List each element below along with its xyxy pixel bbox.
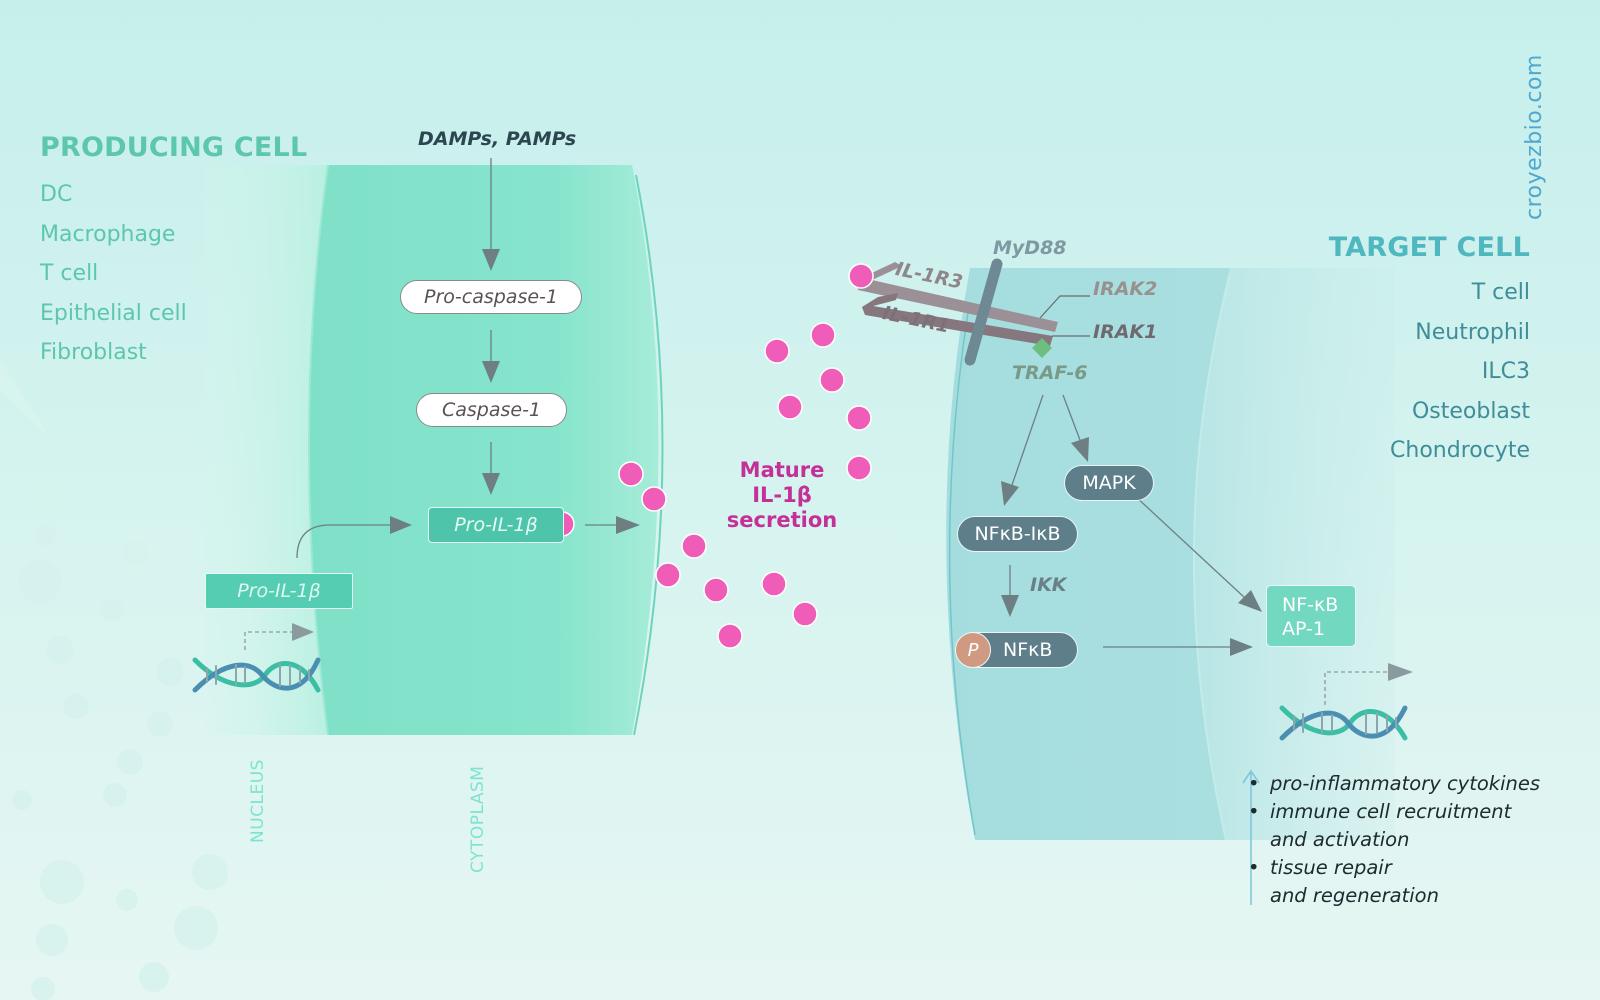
watermark: croyezbio.com bbox=[1522, 54, 1547, 220]
il1b-molecule bbox=[681, 533, 707, 559]
il1b-molecule bbox=[655, 562, 681, 588]
dna-helix-producing bbox=[192, 657, 321, 693]
secretion-line: Mature bbox=[739, 458, 825, 482]
decorative-dots bbox=[12, 477, 228, 1000]
phosphate-badge: P bbox=[955, 632, 991, 668]
cell-membrane-producing bbox=[633, 174, 664, 736]
il1b-molecule bbox=[846, 455, 872, 481]
irak1-label: IRAK1 bbox=[1093, 321, 1158, 343]
secretion-label: Mature IL-1β secretion bbox=[712, 458, 852, 533]
outcome-item: pro-inflammatory cytokines bbox=[1248, 770, 1540, 798]
pro-caspase-node: Pro-caspase-1 bbox=[400, 280, 582, 314]
nfkb-ikb-node: NFκB-IκB bbox=[957, 516, 1078, 552]
transcription-arrow-producing bbox=[244, 623, 314, 650]
secretion-line: IL-1β bbox=[752, 483, 812, 507]
il1b-molecule bbox=[717, 623, 743, 649]
target-nucleus-region bbox=[1193, 268, 1395, 840]
target-cell-list: T cell Neutrophil ILC3 Osteoblast Chondr… bbox=[1390, 273, 1530, 471]
il1b-molecule bbox=[777, 394, 803, 420]
il1b-molecule bbox=[819, 367, 845, 393]
target-cell-item: Osteoblast bbox=[1411, 398, 1530, 424]
secretion-line: secretion bbox=[726, 508, 838, 532]
target-cell-item: Neutrophil bbox=[1415, 319, 1530, 345]
outcome-item: immune cell recruitment bbox=[1248, 798, 1540, 826]
il1b-molecule bbox=[703, 577, 729, 603]
tf-line: NF-κB bbox=[1282, 594, 1339, 616]
il1b-molecule bbox=[641, 486, 667, 512]
producing-cell-item: Macrophage bbox=[40, 221, 176, 247]
outcomes-list: pro-inflammatory cytokines immune cell r… bbox=[1248, 770, 1540, 910]
producing-cell-item: Fibroblast bbox=[40, 340, 147, 365]
pro-il1b-nucleus-node: Pro-IL-1β bbox=[205, 573, 353, 609]
irak2-label: IRAK2 bbox=[1093, 278, 1158, 300]
producing-cell-item: DC bbox=[40, 182, 73, 207]
transcription-arrow-target bbox=[1324, 663, 1413, 705]
producing-cell-item: T cell bbox=[40, 261, 99, 286]
nfkb-label: NFκB bbox=[1003, 639, 1053, 661]
mapk-node: MAPK bbox=[1064, 465, 1154, 501]
dna-helix-target bbox=[1279, 705, 1408, 741]
outcome-item-continued: and activation bbox=[1270, 828, 1410, 851]
myd88-label: MyD88 bbox=[993, 237, 1067, 259]
outcome-item-continued: and regeneration bbox=[1270, 884, 1439, 907]
il1b-molecule bbox=[792, 601, 818, 627]
tf-line: AP-1 bbox=[1282, 618, 1325, 640]
ikk-label: IKK bbox=[1030, 574, 1067, 596]
producing-cell-list: DC Macrophage T cell Epithelial cell Fib… bbox=[40, 175, 187, 373]
producing-arrows bbox=[296, 158, 640, 559]
target-cell-item: T cell bbox=[1471, 280, 1530, 305]
producing-cell-title: PRODUCING CELL bbox=[40, 132, 308, 163]
target-cell-item: ILC3 bbox=[1481, 359, 1530, 384]
pro-il1b-cytoplasm-node: Pro-IL-1β bbox=[428, 507, 564, 543]
target-arrows bbox=[1001, 394, 1262, 656]
receptor-complex bbox=[858, 258, 1090, 366]
target-cytoplasm-region bbox=[946, 268, 1230, 840]
cytoplasm-label: CYTOPLASM bbox=[468, 765, 488, 873]
il1b-molecule bbox=[764, 338, 790, 364]
target-cell-item: Chondrocyte bbox=[1390, 438, 1530, 463]
il1b-molecule bbox=[810, 322, 836, 348]
decorative-shape bbox=[0, 360, 55, 445]
il1b-molecule bbox=[761, 571, 787, 597]
nuclear-membrane bbox=[308, 164, 329, 736]
target-cell-title: TARGET CELL bbox=[1328, 232, 1530, 263]
stimulus-label: DAMPs, PAMPs bbox=[418, 128, 577, 150]
nucleus-label: NUCLEUS bbox=[248, 759, 268, 843]
producing-cell-item: Epithelial cell bbox=[40, 300, 187, 326]
outcome-item: tissue repair bbox=[1248, 854, 1540, 882]
il1b-molecule bbox=[846, 405, 872, 431]
traf6-label: TRAF-6 bbox=[1012, 362, 1088, 384]
cell-membrane-target bbox=[948, 311, 976, 836]
caspase-node: Caspase-1 bbox=[416, 393, 567, 427]
il1b-bound-molecule bbox=[848, 263, 874, 289]
il1b-molecule bbox=[618, 461, 644, 487]
transcription-factor-box: NF-κB AP-1 bbox=[1266, 585, 1356, 647]
